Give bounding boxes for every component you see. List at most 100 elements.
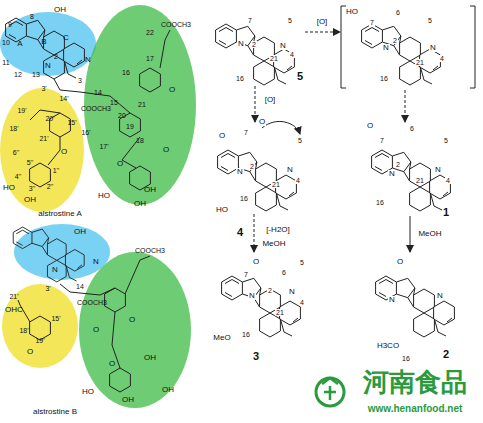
atom-label: 20 [118, 112, 126, 119]
atom-label: 7 [379, 137, 385, 144]
atom-label: 3' [45, 285, 50, 292]
atom-label: 6 [281, 269, 287, 276]
compound-number: 3 [252, 351, 260, 362]
atom-label: 21 [415, 59, 425, 66]
atom-label: 12 [14, 71, 22, 78]
compound-number: 2 [442, 349, 450, 360]
atom-label: N [85, 56, 91, 64]
atom-label: O [93, 326, 99, 334]
watermark: www.henanfood.net [368, 404, 463, 414]
atom-label: 4 [295, 177, 301, 184]
atom-label: 15' [51, 315, 60, 322]
atom-label: HO [82, 388, 94, 396]
atom-label: N [93, 258, 99, 266]
atom-label: N [236, 168, 244, 176]
atom-label: 4 [299, 299, 305, 306]
atom-label: N [279, 42, 287, 50]
atom-label: B [41, 38, 46, 46]
atom-label: O [163, 146, 169, 154]
reagent-label: [O] [316, 18, 329, 26]
atom-label: A [17, 40, 22, 48]
atom-label: 16 [375, 199, 385, 206]
atom-label: N [52, 266, 58, 274]
reagent-label: [O] [264, 96, 277, 104]
atom-label: O [366, 122, 374, 130]
atom-label: 11 [2, 59, 9, 66]
atom-label: MeO [212, 334, 231, 342]
compound-name: alstrostine B [33, 408, 77, 416]
atom-label: 21 [275, 309, 285, 316]
reagent-label: MeOH [261, 240, 286, 248]
atom-label: 16 [239, 195, 249, 202]
atom-label: N [434, 166, 442, 174]
atom-label: OH [144, 186, 156, 194]
atom-label: HO [345, 8, 359, 16]
atom-label: 7 [243, 129, 249, 136]
atom-label: 21 [138, 101, 146, 108]
reagent-label: MeOH [417, 230, 442, 238]
atom-label: 14 [94, 89, 102, 96]
atom-label: 19' [17, 107, 26, 114]
atom-label: 2 [251, 41, 257, 48]
atom-label: H3CO [376, 342, 400, 350]
atom-label: 7 [243, 271, 249, 278]
compound-number: 5 [296, 71, 304, 82]
atom-label: 16' [81, 129, 90, 136]
atom-label: 14 [76, 283, 84, 290]
atom-label: OHC [5, 306, 23, 314]
atom-label: 5 [287, 17, 293, 24]
atom-label: 4 [445, 177, 451, 184]
watermark: 河南食品 [363, 369, 467, 395]
atom-label: 18' [9, 125, 18, 132]
atom-label: O [396, 258, 404, 266]
atom-label: 17' [99, 143, 108, 150]
atom-label: 9 [8, 21, 12, 28]
atom-label: 21' [9, 293, 18, 300]
atom-label: 15 [110, 99, 118, 106]
atom-label: 3'' [29, 185, 36, 192]
atom-label: N [436, 292, 444, 300]
atom-label: 21 [269, 55, 279, 62]
atom-label: 4 [289, 51, 295, 58]
atom-label: 8 [30, 13, 34, 20]
atom-label: 2'' [47, 183, 54, 190]
atom-label: N [237, 40, 245, 48]
atom-label: 6 [395, 9, 401, 16]
atom-label: N [429, 44, 437, 52]
atom-label: 18 [136, 137, 144, 144]
atom-label: N [45, 62, 51, 70]
atom-label: 7 [247, 17, 253, 24]
atom-label: 3 [78, 77, 82, 84]
atom-label: 17 [146, 55, 154, 62]
atom-label: 13 [32, 71, 40, 78]
atom-label: N [288, 288, 296, 296]
atom-label: 21' [39, 135, 48, 142]
atom-label: 16 [379, 75, 389, 82]
atom-label: 16 [122, 69, 130, 76]
atom-label: O [117, 160, 123, 168]
atom-label: 2 [267, 287, 273, 294]
atom-label: HO [3, 184, 15, 192]
atom-label: 5 [299, 259, 305, 266]
atom-label: 5'' [27, 159, 34, 166]
atom-label: OH [144, 354, 156, 362]
atom-label: N [248, 292, 256, 300]
atom-label: O [169, 86, 175, 94]
compound-number: 1 [442, 207, 450, 218]
atom-label: COOCH3 [77, 299, 107, 306]
atom-label: 22 [146, 29, 154, 36]
atom-label: 2 [395, 161, 401, 168]
atom-label: OH [122, 396, 134, 404]
atom-label: 16 [241, 331, 251, 338]
atom-label: 16 [401, 355, 411, 362]
atom-label: 18' [19, 327, 28, 334]
atom-label: 2 [392, 37, 398, 44]
atom-label: 21 [271, 181, 281, 188]
atom-label: N [388, 296, 396, 304]
atom-label: COOCH3 [161, 21, 191, 28]
atom-label: 3' [41, 85, 46, 92]
atom-label: 21 [415, 177, 425, 184]
atom-label: 19' [35, 337, 44, 344]
atom-label: O [129, 316, 135, 324]
